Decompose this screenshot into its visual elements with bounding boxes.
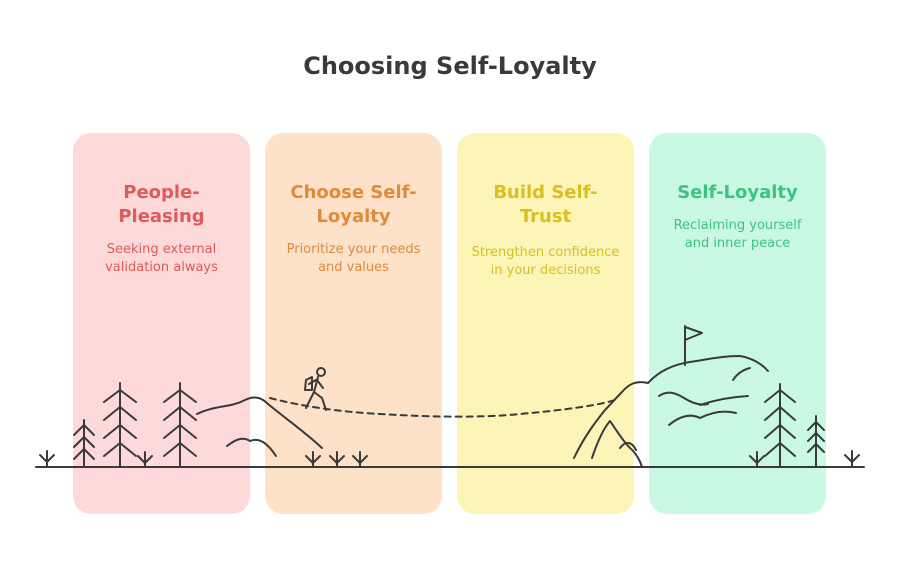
pine-tree-icon <box>807 415 825 468</box>
pine-tree-icon <box>103 382 137 468</box>
pine-tree-icon <box>73 419 95 468</box>
flag-icon <box>684 325 703 366</box>
hill-icon <box>196 396 323 457</box>
stage-title: People-Pleasing <box>118 182 205 227</box>
stage-description: Prioritize your needs and values <box>286 242 421 275</box>
stage-title: Self-Loyalty <box>677 182 798 203</box>
pine-tree-icon <box>163 382 197 468</box>
summit-mountain-icon <box>647 355 769 426</box>
stage-title: Choose Self-Loyalty <box>290 182 417 227</box>
stage-card-self-loyalty: Self-Loyalty Reclaiming yourself and inn… <box>649 133 826 514</box>
stage-title: Build Self-Trust <box>493 182 598 227</box>
trail-path <box>269 397 616 418</box>
stage-card-people-pleasing: People-Pleasing Seeking external validat… <box>73 133 250 514</box>
stage-description: Strengthen confidence in your decisions <box>471 245 620 278</box>
pine-tree-icon <box>764 383 796 468</box>
stage-card-build-self-trust: Build Self-Trust Strengthen confidence i… <box>457 133 634 514</box>
grass-icon <box>39 450 860 468</box>
stage-description: Reclaiming yourself and inner peace <box>673 218 802 251</box>
mountain-icon <box>573 381 649 468</box>
page-title: Choosing Self-Loyalty <box>303 52 597 80</box>
stage-card-choose-self-loyalty: Choose Self-Loyalty Prioritize your need… <box>265 133 442 514</box>
hiker-icon <box>304 367 327 411</box>
stage-description: Seeking external validation always <box>105 242 218 275</box>
